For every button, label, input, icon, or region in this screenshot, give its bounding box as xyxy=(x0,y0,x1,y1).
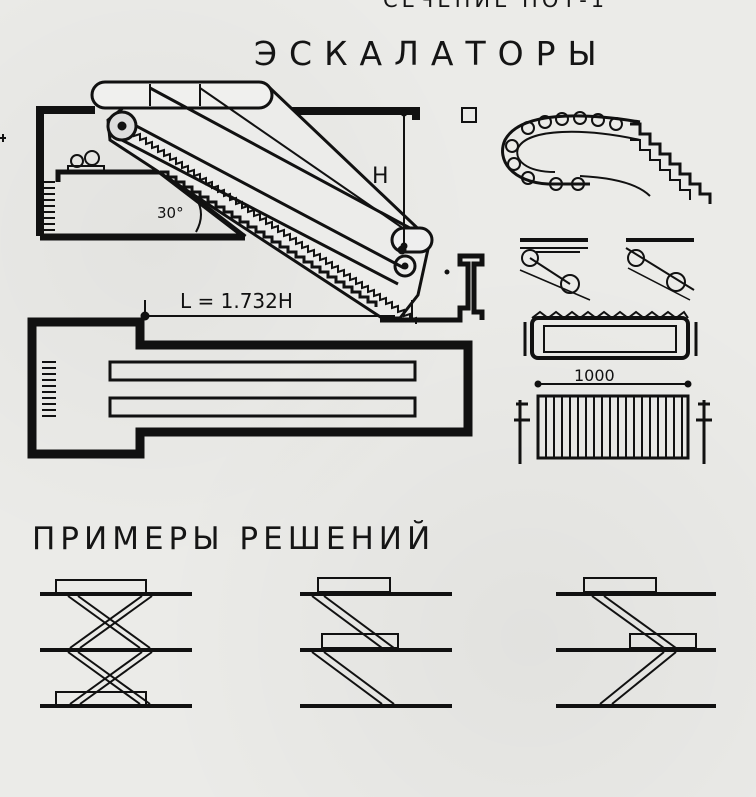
plan-stair-hatch xyxy=(42,361,56,417)
plan-escalator-lane-1 xyxy=(108,360,417,382)
examples-diagrams xyxy=(40,577,716,708)
angle-arc xyxy=(195,197,202,233)
upper-ceiling xyxy=(265,107,420,120)
detail-drawings xyxy=(461,107,712,464)
machine-symbol-2 xyxy=(84,150,100,166)
chain-rollers xyxy=(505,111,623,191)
height-label: H xyxy=(372,164,389,189)
lower-return-wheel xyxy=(393,254,417,278)
tread-section xyxy=(523,310,698,360)
example-sequential xyxy=(300,577,452,708)
examples-title: ПРИМЕРЫ РЕШЕНИЙ xyxy=(32,521,436,557)
upper-handrail xyxy=(90,80,274,110)
escalator-section-drawing xyxy=(0,80,485,324)
comb-plate-detail xyxy=(514,380,712,464)
wall-hatch-upper xyxy=(43,181,55,231)
page-title: ЭСКАЛАТОРЫ xyxy=(254,34,609,73)
step-teeth-detail xyxy=(630,122,712,204)
machine-base xyxy=(67,165,105,173)
plan-escalator-lane-2 xyxy=(108,396,417,418)
escalator-truss xyxy=(106,86,432,320)
chain-curve-detail xyxy=(501,114,641,186)
length-label: L = 1.732H xyxy=(180,289,293,313)
angle-label: 30° xyxy=(157,204,184,222)
plan-view-drawing xyxy=(27,317,473,459)
example-scissor-crossing xyxy=(40,579,192,708)
upper-landing xyxy=(55,169,247,239)
plan-outline xyxy=(27,317,473,459)
step-section-left xyxy=(519,238,591,301)
section-label: СЕЧЕНИЕ ПОТ-1 xyxy=(383,0,609,12)
lower-floor xyxy=(380,253,485,323)
example-converging xyxy=(556,577,716,708)
step-section-right xyxy=(625,238,695,301)
detail-square xyxy=(461,107,477,123)
width-label: 1000 xyxy=(574,366,615,385)
upper-wall-outline xyxy=(36,106,95,236)
step-band xyxy=(121,124,417,324)
